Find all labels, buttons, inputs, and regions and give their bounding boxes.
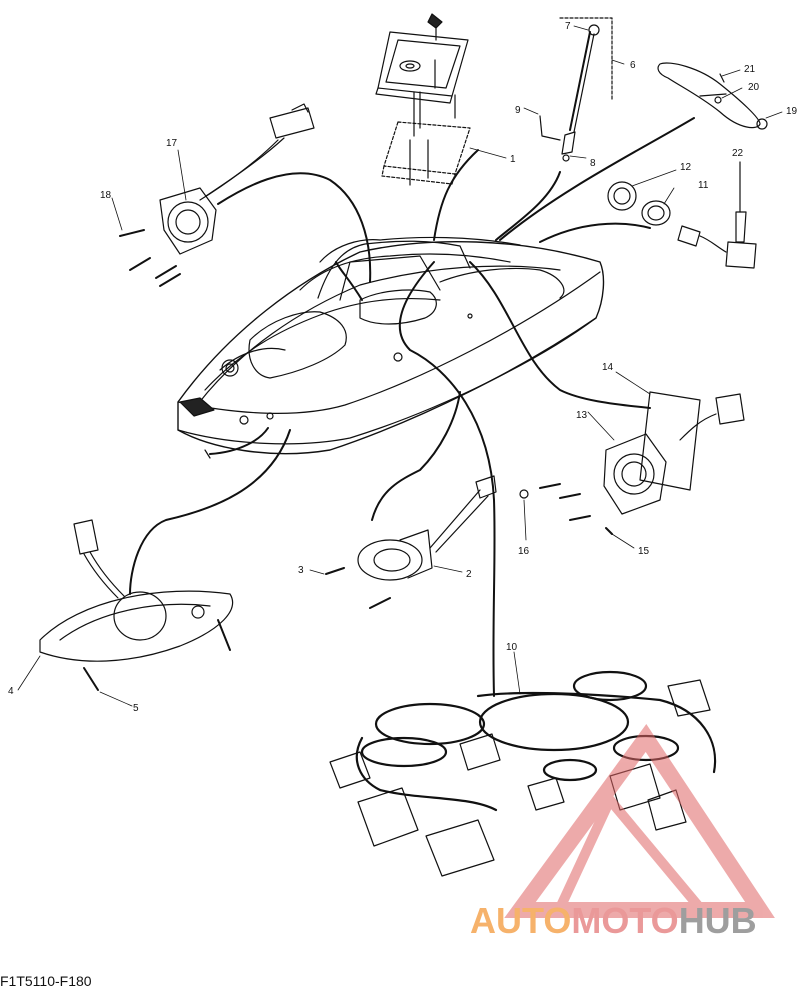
callout-8: 8 [590, 158, 596, 169]
callout-15: 15 [638, 546, 650, 557]
callout-labels: 1 2 3 4 5 6 7 8 9 10 11 12 13 14 15 16 1… [8, 21, 798, 714]
callout-5: 5 [133, 703, 139, 714]
callout-21: 21 [744, 64, 756, 75]
part-2-fitting [325, 475, 497, 609]
callout-19: 19 [786, 106, 798, 117]
part-12-grommet [607, 181, 637, 211]
part-11-cap [641, 200, 671, 226]
figure-code: F1T5110-F180 [0, 973, 92, 989]
watermark-logo-icon [504, 724, 775, 918]
leader-lines [17, 25, 783, 707]
callout-17: 17 [166, 138, 178, 149]
callout-4: 4 [8, 686, 14, 697]
callout-6: 6 [630, 60, 636, 71]
callout-13: 13 [576, 410, 588, 421]
callout-12: 12 [680, 162, 692, 173]
part-10-harness [329, 670, 717, 877]
part-1-hatch [375, 13, 471, 186]
part-22-sensor [677, 161, 757, 269]
watermark-auto: AUTO [470, 900, 572, 941]
callout-18: 18 [100, 190, 112, 201]
watermark-text: AUTOMOTOHUB [470, 900, 757, 942]
watermark-moto: MOTO [571, 900, 679, 941]
part-4-oval-cover [39, 519, 234, 691]
callout-11: 11 [698, 180, 709, 191]
callout-22: 22 [732, 148, 744, 159]
part-13-flange [519, 391, 745, 535]
part-17-flange [119, 103, 315, 287]
callout-1: 1 [510, 154, 516, 165]
routing-lines [129, 117, 695, 697]
boat-hull [177, 236, 605, 459]
callout-3: 3 [298, 565, 304, 576]
part-6-rod-assembly [539, 17, 613, 162]
callout-2: 2 [466, 569, 472, 580]
callout-16: 16 [518, 546, 530, 557]
callout-9: 9 [515, 105, 521, 116]
callout-20: 20 [748, 82, 760, 93]
callout-7: 7 [565, 21, 571, 32]
callout-10: 10 [506, 642, 518, 653]
watermark-hub: HUB [678, 900, 757, 941]
part-19-cable-loop [657, 62, 768, 130]
callout-14: 14 [602, 362, 614, 373]
